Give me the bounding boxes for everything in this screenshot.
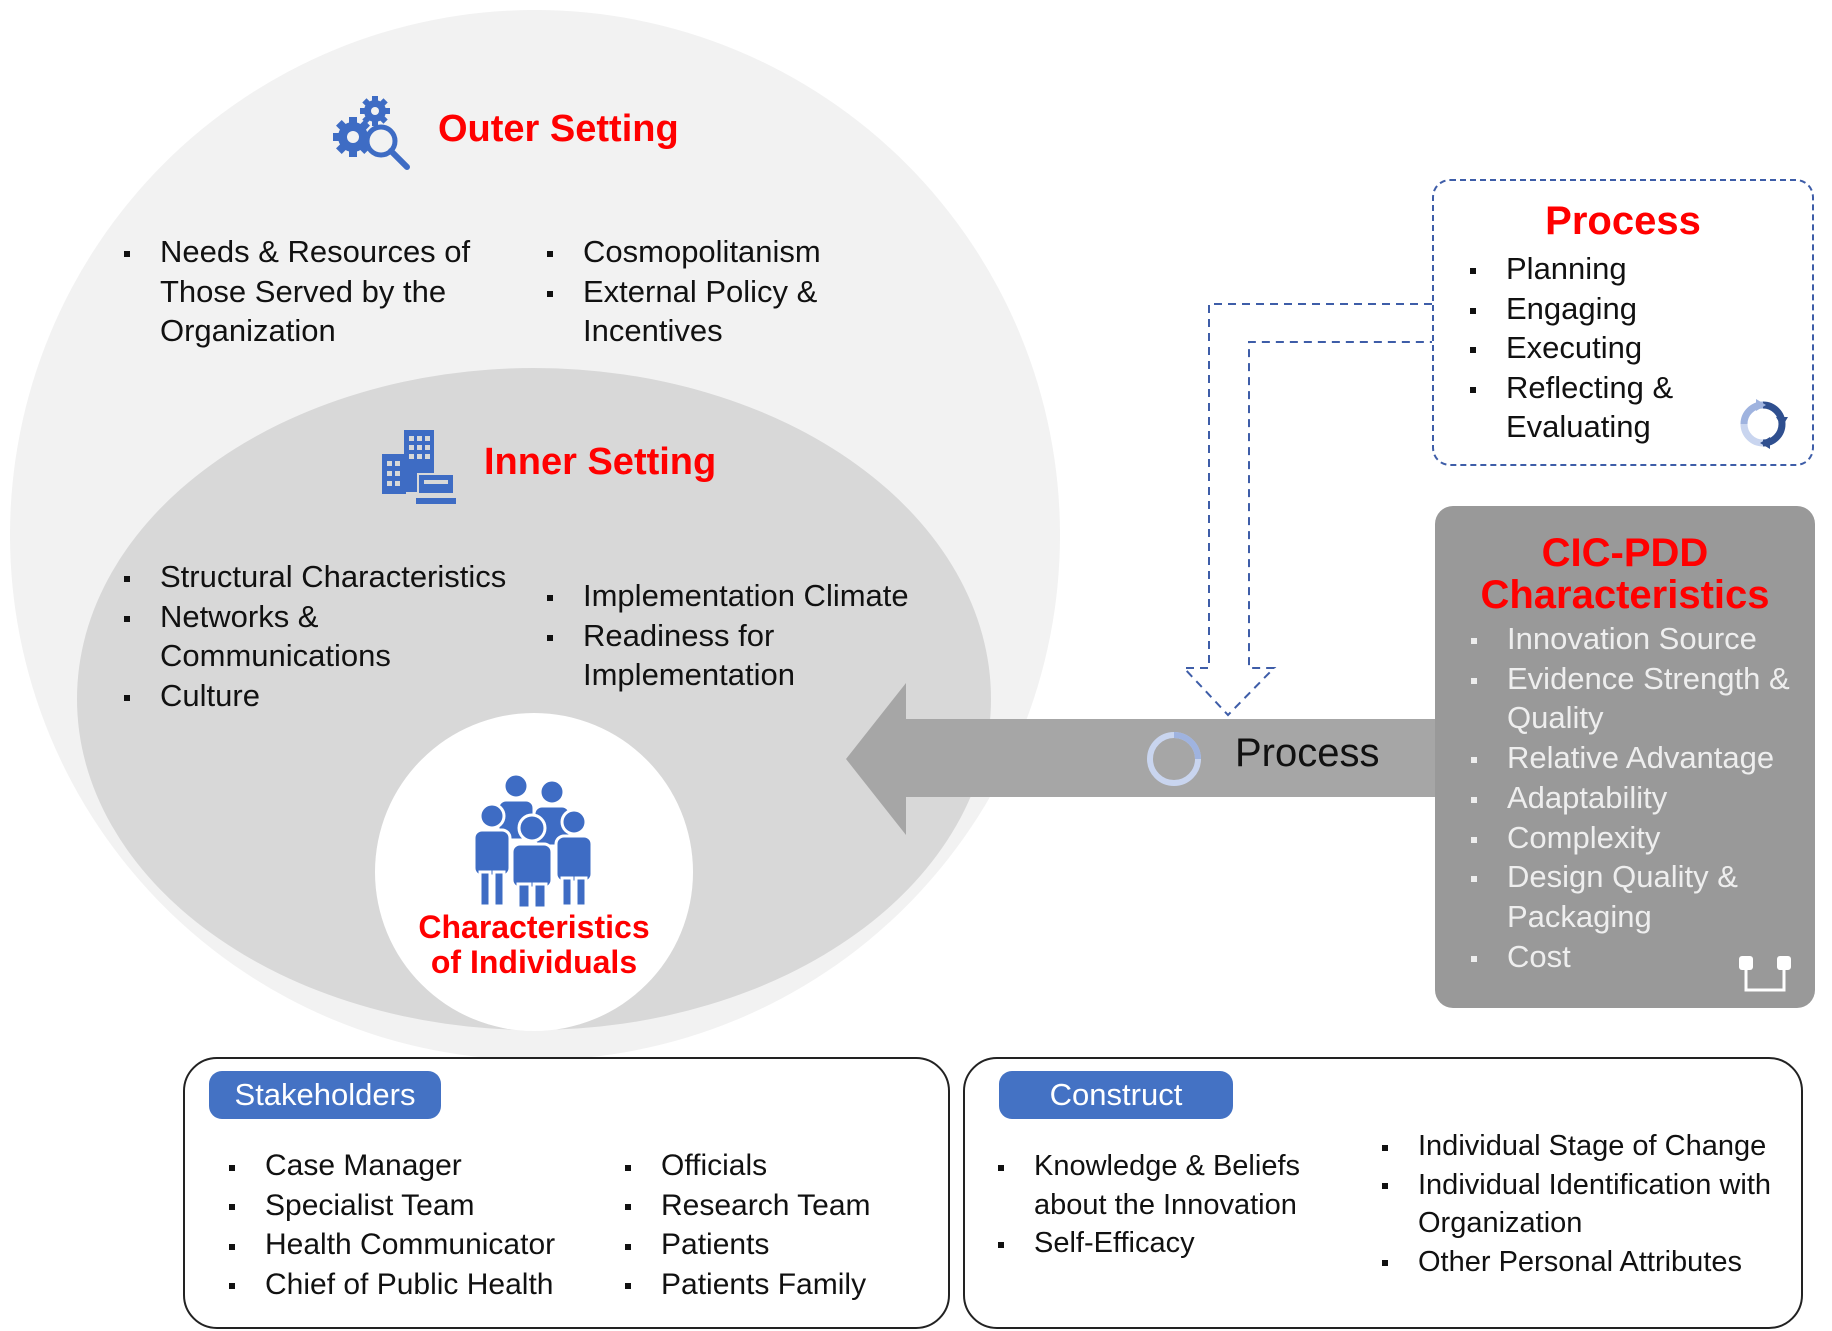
list-item: Individual Stage of Change [1382,1127,1797,1166]
stakeholders-list-left: Case Manager Specialist Team Health Comm… [229,1146,555,1304]
outer-setting-list-right: Cosmopolitanism External Policy & Incent… [547,232,877,351]
stakeholders-box: Stakeholders Case Manager Specialist Tea… [183,1057,950,1329]
list-item: Officials [625,1146,871,1186]
list-item: Cosmopolitanism [547,232,877,272]
cic-pdd-box: CIC-PDD Characteristics Innovation Sourc… [1435,506,1815,1008]
process-box-list: Planning Engaging Executing Reflecting &… [1470,249,1730,447]
list-item: Adaptability [1471,778,1811,818]
individuals-title: Characteristics of Individuals [375,910,693,980]
list-item: Other Personal Attributes [1382,1243,1797,1282]
list-item: Readiness for Implementation [547,616,843,695]
list-item: Complexity [1471,818,1811,858]
list-item: Networks & Communications [124,597,400,676]
people-group-icon [472,772,594,910]
cic-list: Innovation Source Evidence Strength & Qu… [1471,619,1811,976]
list-item: Executing [1470,328,1730,368]
list-item: Chief of Public Health [229,1265,555,1305]
list-item: Reflecting & Evaluating [1470,368,1696,447]
list-item: Needs & Resources of Those Served by the… [124,232,544,351]
list-item: Research Team [625,1186,871,1226]
cic-title-line1: CIC-PDD [1541,531,1709,575]
inner-setting-list-left: Structural Characteristics Networks & Co… [124,557,544,715]
cic-title: CIC-PDD Characteristics [1435,532,1815,616]
dashed-feedback-arrow [1181,303,1432,717]
gears-magnifier-icon [333,96,410,170]
connector-icon [1739,956,1791,992]
outer-setting-list-left: Needs & Resources of Those Served by the… [124,232,544,351]
list-item: Individual Identification with Organizat… [1382,1166,1778,1243]
building-icon [382,430,456,504]
stakeholders-pill: Stakeholders [209,1071,441,1119]
list-item: Design Quality & Packaging [1471,857,1767,936]
list-item: External Policy & Incentives [547,272,877,351]
list-item: Knowledge & Beliefs about the Innovation [998,1147,1328,1224]
cic-title-line2: Characteristics [1480,573,1770,617]
list-item: Engaging [1470,289,1730,329]
construct-box: Construct Knowledge & Beliefs about the … [963,1057,1803,1329]
list-item: Evidence Strength & Quality [1471,659,1811,738]
list-item: Patients Family [625,1265,871,1305]
construct-list-right: Individual Stage of Change Individual Id… [1382,1127,1797,1281]
construct-list-left: Knowledge & Beliefs about the Innovation… [998,1147,1328,1263]
process-box: Process Planning Engaging Executing Refl… [1432,179,1814,466]
individuals-title-line2: of Individuals [430,944,638,980]
list-item: Patients [625,1225,871,1265]
construct-pill: Construct [999,1071,1233,1119]
cycle-arrows-icon [1740,399,1788,449]
list-item: Cost [1471,937,1811,977]
inner-setting-list-right: Implementation Climate Readiness for Imp… [547,576,937,695]
inner-setting-title: Inner Setting [484,441,717,483]
list-item: Innovation Source [1471,619,1811,659]
process-arrow-label: Process [1235,731,1380,775]
list-item: Relative Advantage [1471,738,1811,778]
list-item: Self-Efficacy [998,1224,1328,1263]
list-item: Implementation Climate [547,576,937,616]
process-box-title: Process [1545,199,1701,243]
list-item: Structural Characteristics [124,557,544,597]
list-item: Case Manager [229,1146,555,1186]
outer-setting-title: Outer Setting [438,108,679,150]
list-item: Specialist Team [229,1186,555,1226]
list-item: Health Communicator [229,1225,555,1265]
individuals-title-line1: Characteristics [418,909,650,945]
list-item: Planning [1470,249,1730,289]
stakeholders-list-right: Officials Research Team Patients Patient… [625,1146,871,1304]
process-arrow [846,683,1437,835]
circle-progress-icon [1147,732,1201,786]
list-item: Culture [124,676,544,716]
